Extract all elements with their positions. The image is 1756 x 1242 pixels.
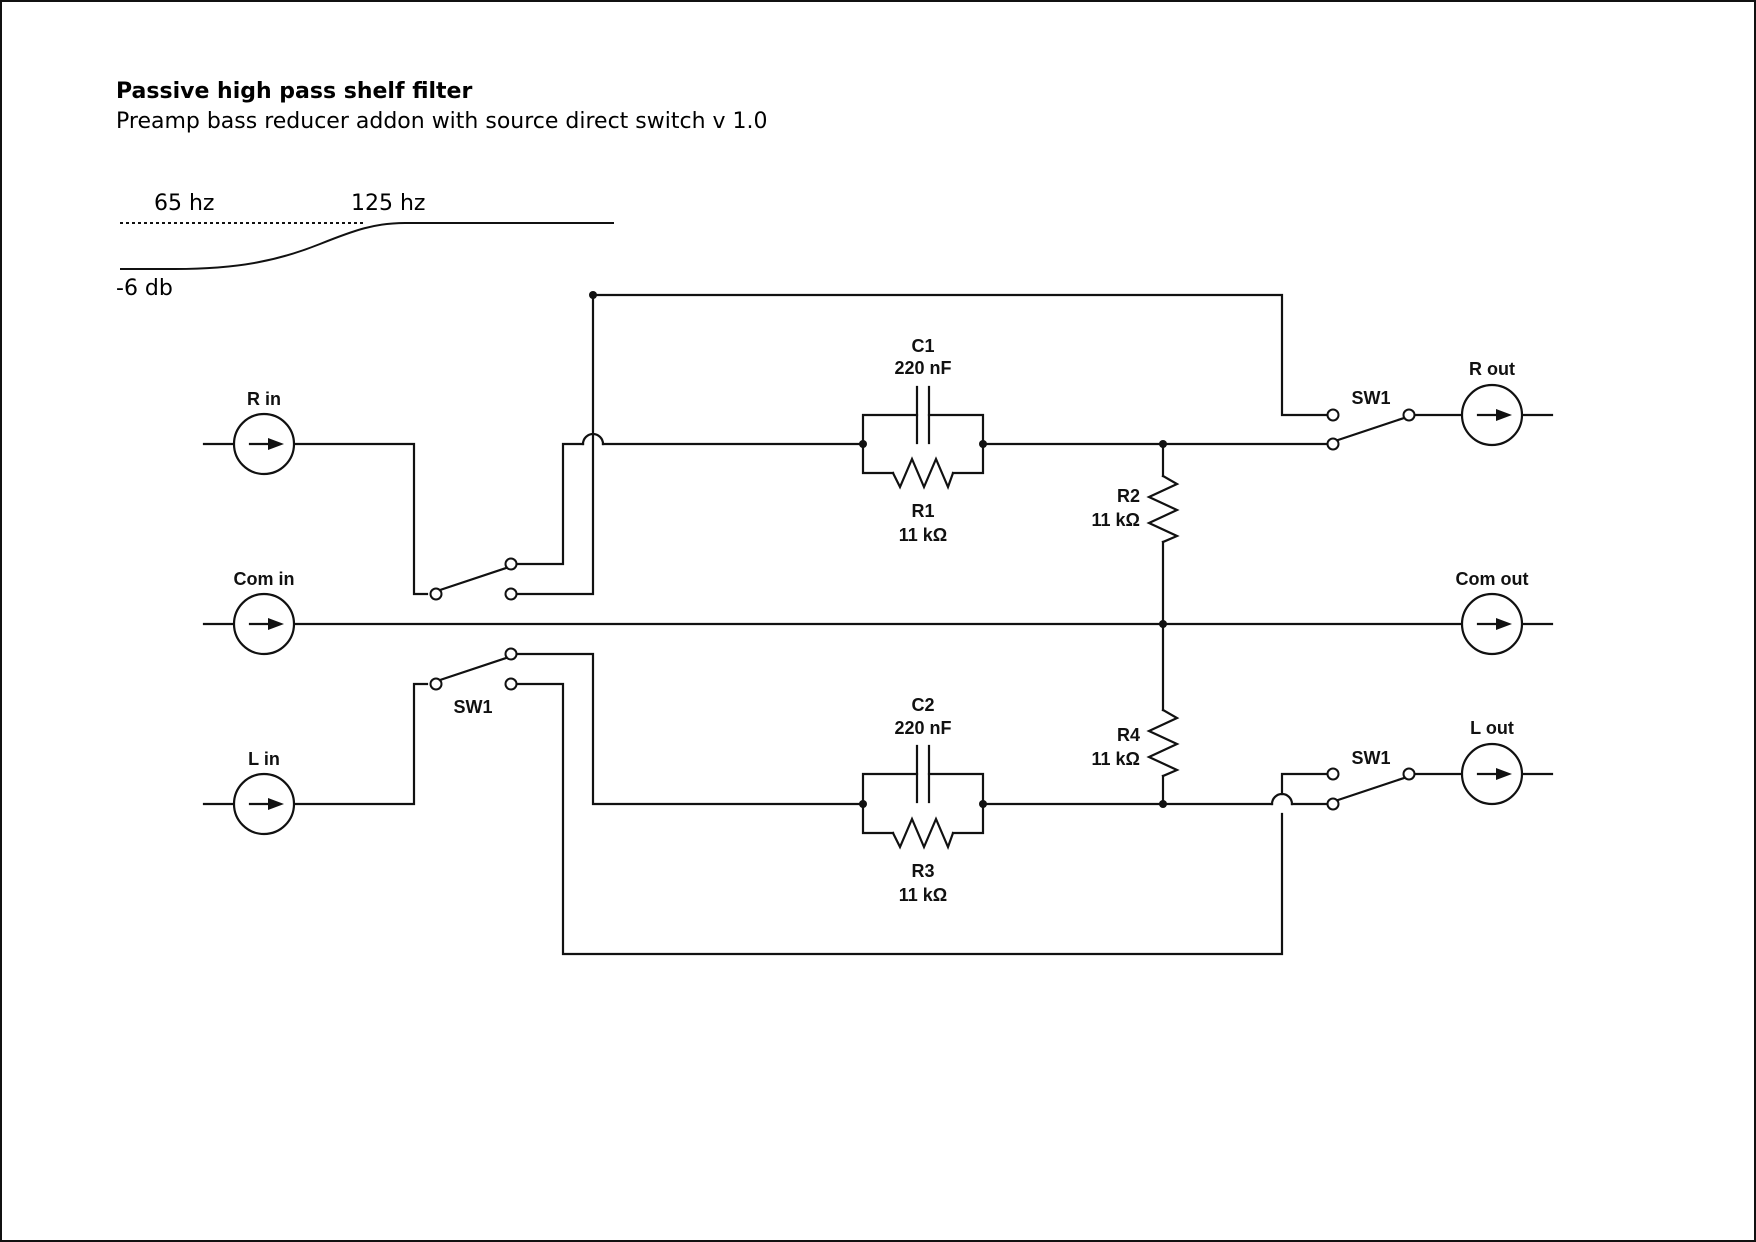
port-com-out — [1460, 592, 1524, 656]
diagram-title: Passive high pass shelf filter — [116, 79, 472, 104]
com-in-label: Com in — [234, 569, 295, 589]
input-switch-l — [429, 647, 518, 691]
junction-dot — [589, 291, 597, 299]
r2-value-label: 11 kΩ — [1092, 510, 1140, 530]
c2-name-label: C2 — [911, 695, 934, 715]
c1-value-label: 220 nF — [894, 358, 951, 378]
response-line — [120, 222, 614, 270]
port-r-in — [232, 412, 296, 476]
low-freq-label: 65 hz — [154, 191, 214, 216]
high-freq-label: 125 hz — [351, 191, 425, 216]
l-out-label: L out — [1470, 718, 1514, 738]
output-switch-r — [1326, 408, 1416, 451]
r1-name-label: R1 — [911, 501, 934, 521]
r3-name-label: R3 — [911, 861, 934, 881]
r-out-label: R out — [1469, 359, 1515, 379]
output-switch-l — [1326, 767, 1416, 811]
l-in-label: L in — [248, 749, 280, 769]
r4-name-label: R4 — [1117, 725, 1140, 745]
port-l-in — [232, 772, 296, 836]
r3-value-label: 11 kΩ — [899, 885, 947, 905]
wiring — [202, 293, 1554, 956]
port-com-in — [232, 592, 296, 656]
r2-resistor-zigzag — [1146, 474, 1180, 544]
attenuation-label: -6 db — [116, 276, 173, 301]
r3-resistor-zigzag — [891, 816, 955, 851]
c1-r1-network — [859, 385, 987, 491]
com-out-label: Com out — [1456, 569, 1529, 589]
input-switch-r — [429, 557, 518, 601]
response-curve: 65 hz 125 hz -6 db — [116, 191, 614, 301]
sw-input-label: SW1 — [453, 697, 492, 717]
sw-output-r-label: SW1 — [1351, 388, 1390, 408]
r4-resistor-zigzag — [1146, 708, 1180, 778]
c2-r3-network — [859, 744, 987, 851]
c2-capacitor-plates — [915, 744, 931, 804]
r2-name-label: R2 — [1117, 486, 1140, 506]
c1-capacitor-plates — [915, 385, 931, 445]
c1-name-label: C1 — [911, 336, 934, 356]
r1-resistor-zigzag — [891, 456, 955, 491]
port-r-out — [1460, 383, 1524, 447]
c2-value-label: 220 nF — [894, 718, 951, 738]
r-in-label: R in — [247, 389, 281, 409]
junction-dot — [1159, 440, 1167, 448]
diagram-subtitle: Preamp bass reducer addon with source di… — [116, 109, 768, 134]
sw-output-l-label: SW1 — [1351, 748, 1390, 768]
junction-dot — [1159, 800, 1167, 808]
junction-dot — [1159, 620, 1167, 628]
r4-value-label: 11 kΩ — [1092, 749, 1140, 769]
r1-value-label: 11 kΩ — [899, 525, 947, 545]
port-l-out — [1460, 742, 1524, 806]
